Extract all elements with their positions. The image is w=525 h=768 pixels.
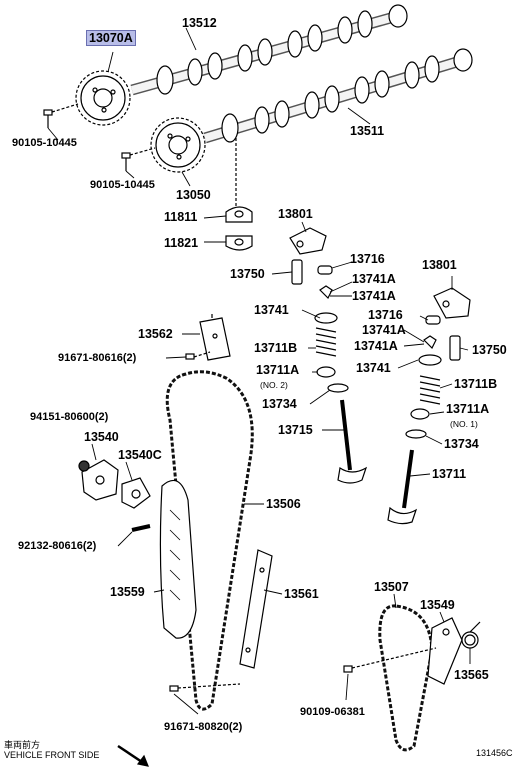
lash-adjuster-13750-right bbox=[449, 335, 461, 361]
part-label-13711A-no1[interactable]: 13711A bbox=[446, 402, 490, 416]
part-label-13507[interactable]: 13507 bbox=[374, 580, 409, 594]
part-label-13741A-3[interactable]: 13741A bbox=[362, 323, 406, 337]
vehicle-front-label-jp: 車両前方 bbox=[4, 740, 41, 750]
part-label-13750-left[interactable]: 13750 bbox=[230, 267, 265, 281]
part-label-13050[interactable]: 13050 bbox=[176, 188, 211, 202]
part-label-13734-left[interactable]: 13734 bbox=[262, 397, 297, 411]
chain-tensioner-13540 bbox=[78, 459, 119, 501]
part-note-no2: (NO. 2) bbox=[260, 380, 288, 390]
part-label-13512[interactable]: 13512 bbox=[182, 16, 217, 30]
part-label-13562[interactable]: 13562 bbox=[138, 327, 173, 341]
part-label-13711[interactable]: 13711 bbox=[432, 467, 467, 481]
leader-lines bbox=[47, 27, 471, 715]
part-label-13711B-left[interactable]: 13711B bbox=[254, 341, 298, 355]
part-label-13741-left[interactable]: 13741 bbox=[254, 303, 289, 317]
chain-damper-13561 bbox=[239, 549, 273, 669]
camshaft-13512 bbox=[130, 4, 408, 96]
rocker-arm-13801-right bbox=[433, 287, 471, 319]
part-label-13741A-1[interactable]: 13741A bbox=[352, 272, 396, 286]
valve-assembly-right bbox=[387, 315, 442, 525]
part-label-94151[interactable]: 94151-80600(2) bbox=[30, 411, 109, 423]
part-label-13549[interactable]: 13549 bbox=[420, 598, 455, 612]
part-label-13750-right[interactable]: 13750 bbox=[472, 343, 507, 357]
part-label-13070A[interactable]: 13070A bbox=[86, 30, 136, 46]
part-label-90105-upper[interactable]: 90105-10445 bbox=[12, 137, 77, 149]
sprocket-13070A bbox=[75, 70, 131, 126]
part-label-13511[interactable]: 13511 bbox=[350, 124, 385, 138]
part-label-13734-right[interactable]: 13734 bbox=[444, 437, 479, 451]
figure-id: 131456C bbox=[476, 748, 513, 758]
part-label-92132[interactable]: 92132-80616(2) bbox=[18, 540, 97, 552]
part-note-no1: (NO. 1) bbox=[450, 419, 478, 429]
sprocket-13050 bbox=[150, 117, 206, 173]
bearing-cap-11821 bbox=[225, 235, 253, 251]
part-label-91671-lower[interactable]: 91671-80820(2) bbox=[164, 721, 243, 733]
part-label-91671-upper[interactable]: 91671-80616(2) bbox=[58, 352, 137, 364]
part-label-13715[interactable]: 13715 bbox=[278, 423, 313, 437]
part-label-90109[interactable]: 90109-06381 bbox=[300, 706, 365, 718]
bolt-90105-upper bbox=[43, 103, 79, 128]
part-label-13741A-2[interactable]: 13741A bbox=[352, 289, 396, 303]
part-label-13741-right[interactable]: 13741 bbox=[356, 361, 391, 375]
bearing-cap-11811 bbox=[225, 206, 253, 223]
rocker-arm-13801-left bbox=[289, 227, 327, 255]
part-label-13711B-right[interactable]: 13711B bbox=[454, 377, 498, 391]
chain-guide-13559 bbox=[159, 479, 197, 639]
part-label-13741A-4[interactable]: 13741A bbox=[354, 339, 398, 353]
part-label-13716-left[interactable]: 13716 bbox=[350, 252, 385, 266]
timing-chain-13506 bbox=[165, 370, 254, 711]
vehicle-front-arrow bbox=[117, 744, 149, 767]
part-label-13801-right[interactable]: 13801 bbox=[422, 258, 457, 272]
spring-13565 bbox=[461, 621, 481, 649]
lash-adjuster-13750-left bbox=[291, 259, 303, 285]
chain-13507 bbox=[378, 604, 434, 752]
part-label-13711A-no2[interactable]: 13711A bbox=[256, 363, 300, 377]
part-label-13559[interactable]: 13559 bbox=[110, 585, 145, 599]
bolt-90105-lower bbox=[121, 147, 156, 171]
stud-92132 bbox=[131, 524, 151, 532]
part-label-11821[interactable]: 11821 bbox=[164, 236, 199, 250]
gasket-13540C bbox=[121, 477, 151, 509]
part-label-13716-right[interactable]: 13716 bbox=[368, 308, 403, 322]
tensioner-plate-13549 bbox=[427, 617, 463, 685]
part-label-13801-left[interactable]: 13801 bbox=[278, 207, 313, 221]
part-label-13540[interactable]: 13540 bbox=[84, 430, 119, 444]
part-label-13561[interactable]: 13561 bbox=[284, 587, 319, 601]
part-label-11811[interactable]: 11811 bbox=[164, 210, 198, 224]
bolt-90109 bbox=[343, 647, 437, 673]
bolt-91671-lower bbox=[169, 683, 241, 692]
part-label-13540C[interactable]: 13540C bbox=[118, 448, 162, 462]
vehicle-front-label-en: VEHICLE FRONT SIDE bbox=[4, 750, 100, 760]
valve-assembly-left bbox=[314, 265, 368, 484]
camshaft-13511 bbox=[203, 48, 473, 144]
part-label-90105-lower[interactable]: 90105-10445 bbox=[90, 179, 155, 191]
bracket-13562 bbox=[185, 314, 231, 361]
part-label-13506[interactable]: 13506 bbox=[266, 497, 301, 511]
part-label-13565[interactable]: 13565 bbox=[454, 668, 489, 682]
